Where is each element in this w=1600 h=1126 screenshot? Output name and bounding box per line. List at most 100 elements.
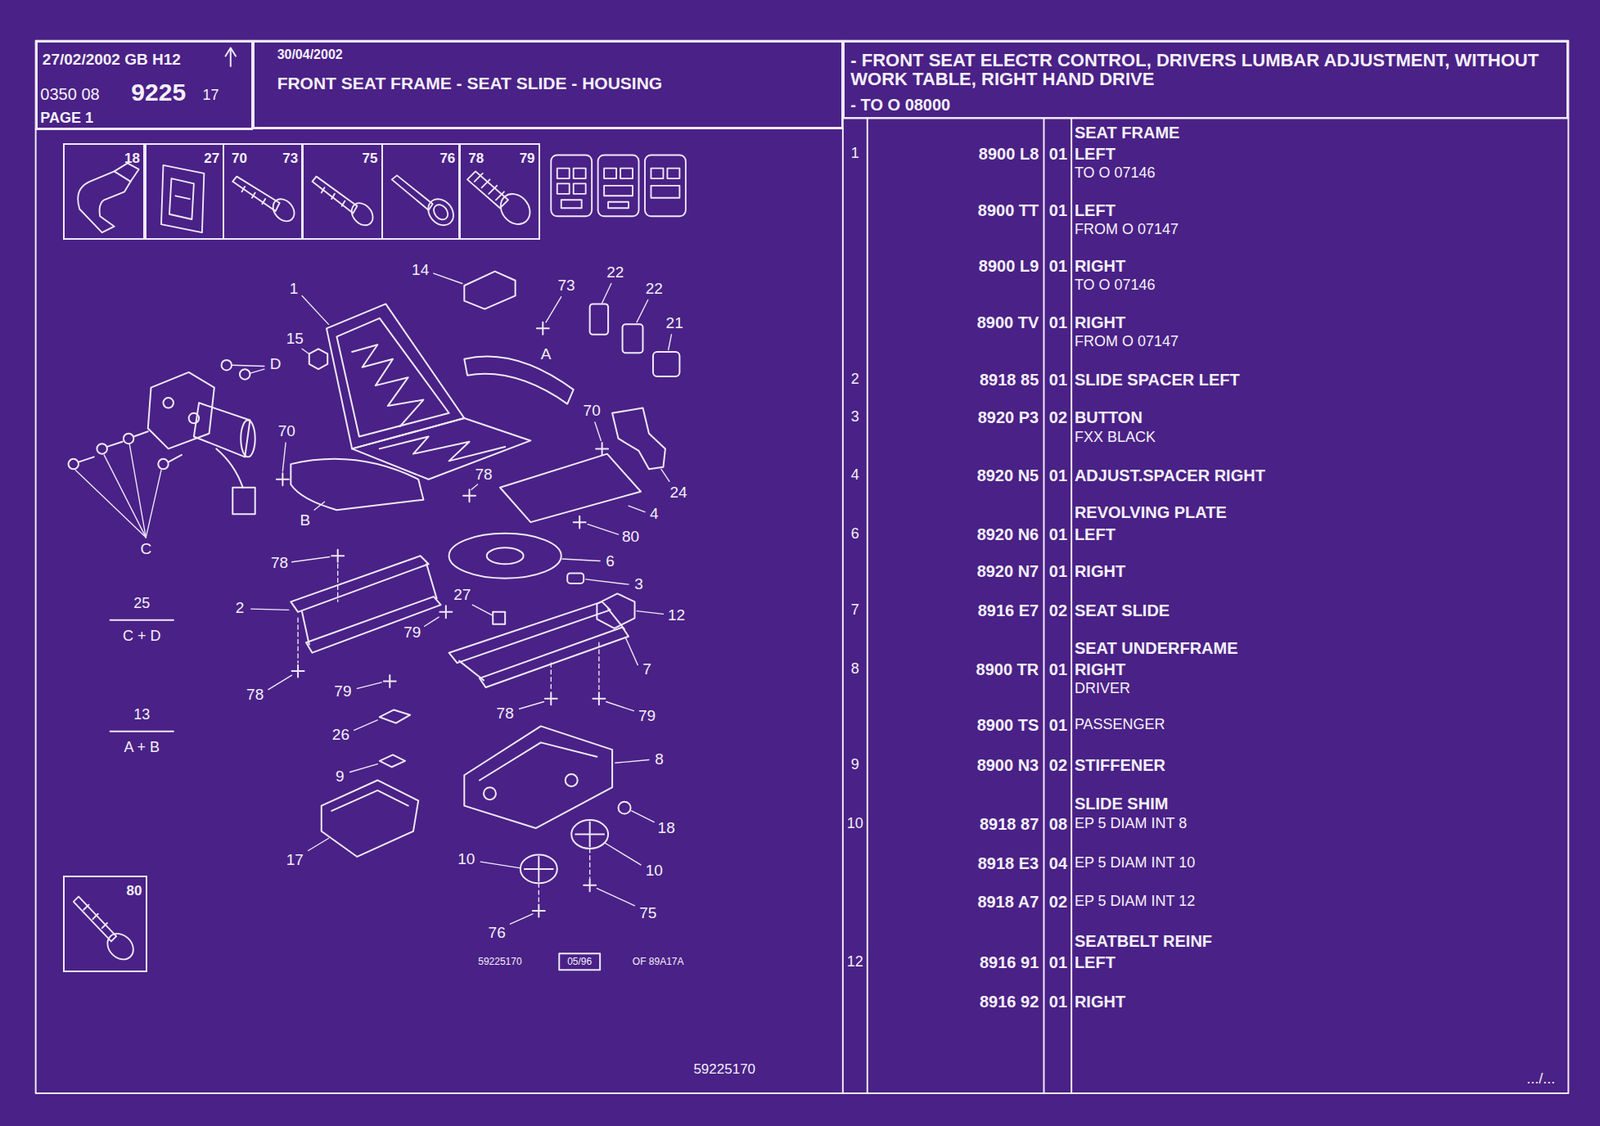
quantity: 01 (1049, 953, 1068, 972)
seat-assembly-part (221, 360, 232, 370)
seat-assembly-part (148, 372, 215, 449)
catalogue-frame-part (110, 730, 174, 733)
part-number: 8920 N7 (977, 562, 1040, 581)
callout-number: 15 (286, 329, 304, 348)
seat-assembly-part (464, 356, 573, 404)
seat-assembly-part (464, 271, 515, 310)
box-text: 9225 (130, 77, 186, 105)
box-text: - FRONT SEAT ELECTR CONTROL, DRIVERS LUM… (850, 50, 1563, 89)
catalogue-frame-part (842, 40, 844, 1094)
section-heading: SEAT UNDERFRAME (1074, 639, 1239, 658)
part-number: 8918 85 (979, 370, 1039, 389)
catalogue-frame-part (1042, 118, 1045, 1095)
seat-assembly-part (232, 487, 255, 514)
fixing-icon-box: 75 (301, 143, 383, 240)
fixing-icons-part (650, 168, 663, 179)
seat-assembly-part (464, 725, 613, 829)
seat-assembly-part (449, 601, 611, 663)
quantity: 01 (1049, 313, 1068, 332)
seat-assembly-part (590, 303, 609, 334)
header-cell: 27/02/2002 GB H120350 08922517PAGE 1 (36, 40, 254, 131)
seat-assembly-part (351, 344, 424, 427)
seat-assembly-part (379, 709, 411, 723)
fixing-icons-part (573, 168, 586, 179)
callout-number: 14 (411, 261, 429, 280)
seat-assembly-part (571, 820, 609, 849)
seat-assembly-part (449, 533, 562, 579)
seat-assembly-part (162, 397, 173, 408)
seat-assembly-part (290, 459, 424, 510)
ref-number: 4 (851, 467, 860, 484)
callout-number: 17 (286, 851, 304, 870)
fixing-icons-part (557, 168, 570, 179)
fixing-icons-part (268, 194, 298, 226)
callout-number: 70 (278, 423, 296, 441)
seat-assembly-part (565, 774, 578, 787)
seat-assembly-part (239, 369, 250, 379)
leader-lines-part (628, 505, 645, 512)
seat-assembly-part (68, 459, 79, 469)
section-heading: SEATBELT REINF (1074, 932, 1213, 951)
fixing-icons-part (474, 173, 505, 200)
leader-lines-part (596, 888, 635, 906)
leader-lines-part (103, 455, 146, 538)
part-number: 8900 L9 (978, 256, 1039, 275)
part-number: 8900 L8 (978, 144, 1039, 163)
part-number: 8916 91 (979, 953, 1039, 972)
seat-assembly-part (595, 442, 609, 456)
callout-number: 79 (638, 707, 656, 726)
callout-number: 78 (496, 704, 514, 722)
callout-number: 80 (621, 527, 640, 546)
seat-assembly-part (379, 436, 505, 461)
seat-assembly-part (612, 408, 666, 470)
part-number: 8900 TR (976, 660, 1040, 679)
leader-lines-part (625, 637, 638, 666)
box-text: 27 (203, 151, 220, 167)
quantity: 01 (1049, 660, 1068, 679)
quantity: 01 (1049, 144, 1068, 163)
leader-lines-part (268, 675, 293, 690)
fixing-icons-part (644, 154, 686, 217)
part-note: EP 5 DIAM INT 10 (1074, 855, 1195, 872)
catalogue-frame-part (1070, 118, 1073, 1095)
fixing-icons-part (169, 178, 194, 220)
fixing-icon-box: 7073 (222, 143, 303, 240)
seat-assembly-part (583, 878, 596, 892)
quantity: 01 (1049, 525, 1068, 544)
seat-assembly-part (301, 612, 310, 645)
seat-assembly-part (157, 459, 168, 469)
ref-number: 8 (851, 661, 860, 678)
leader-lines-part (292, 557, 330, 563)
quantity: 02 (1049, 601, 1068, 620)
part-description: STIFFENER (1074, 756, 1166, 775)
part-number: 8900 TT (978, 201, 1039, 220)
fixing-icons-part (241, 186, 266, 204)
part-number: 8916 92 (979, 992, 1039, 1011)
leader-lines-part (301, 295, 329, 325)
box-text: 78 (468, 151, 484, 167)
callout-number: 24 (670, 484, 688, 502)
quantity: 01 (1049, 370, 1068, 389)
seat-assembly-part (168, 455, 182, 463)
leader-lines-part (301, 348, 310, 354)
leader-lines-part (668, 334, 672, 351)
callout-number: 9 (335, 767, 345, 785)
leader-lines-part (545, 297, 562, 323)
callout-number: 2 (235, 599, 245, 618)
leader-lines-part (471, 484, 478, 490)
quantity: 02 (1049, 892, 1068, 911)
callout-number: 70 (583, 402, 601, 420)
part-number: 8920 N5 (977, 466, 1040, 485)
quantity: 01 (1049, 716, 1068, 735)
leader-lines-part (594, 422, 601, 441)
seat-assembly-part (78, 456, 95, 462)
seat-assembly-part (575, 822, 604, 848)
seat-assembly-part (240, 420, 255, 458)
part-description: RIGHT (1074, 313, 1126, 332)
part-description: SEAT SLIDE (1074, 601, 1170, 620)
leader-lines-part (297, 617, 298, 663)
leader-lines-part (251, 608, 289, 610)
callout-number: C (139, 540, 152, 558)
seat-assembly-part (331, 790, 409, 812)
fixing-icons-part (114, 162, 140, 181)
